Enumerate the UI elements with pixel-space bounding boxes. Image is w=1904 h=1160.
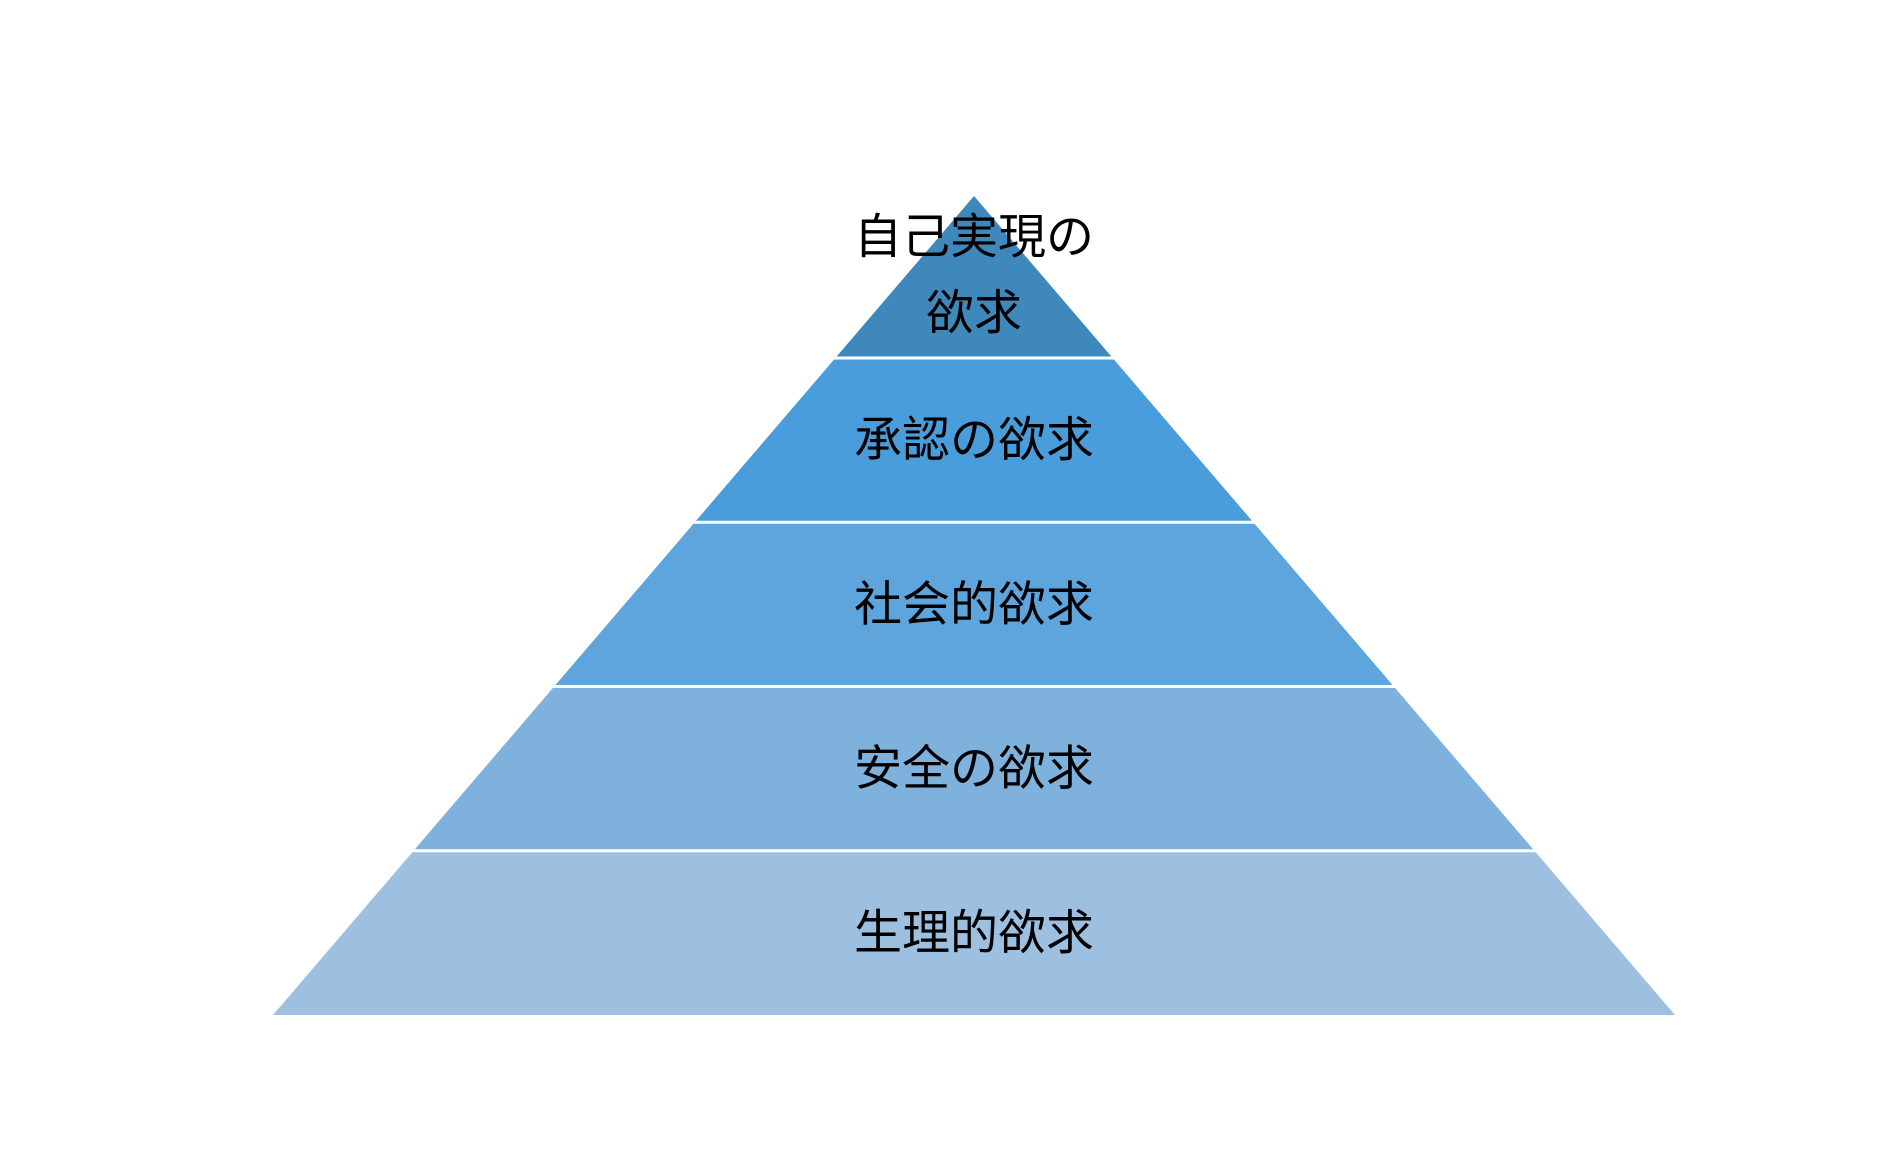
level-label: 欲求	[926, 285, 1022, 341]
level-label: 社会的欲求	[854, 576, 1094, 632]
level-label: 生理的欲求	[854, 905, 1094, 961]
pyramid-level-1	[835, 196, 1113, 358]
level-label: 承認の欲求	[854, 412, 1094, 468]
level-label: 自己実現の	[854, 209, 1094, 265]
pyramid-level-5	[273, 850, 1675, 1015]
level-label: 安全の欲求	[854, 741, 1094, 797]
pyramid-level-2	[694, 358, 1254, 523]
pyramid-level-4	[413, 686, 1535, 851]
pyramid-level-3	[554, 522, 1394, 687]
